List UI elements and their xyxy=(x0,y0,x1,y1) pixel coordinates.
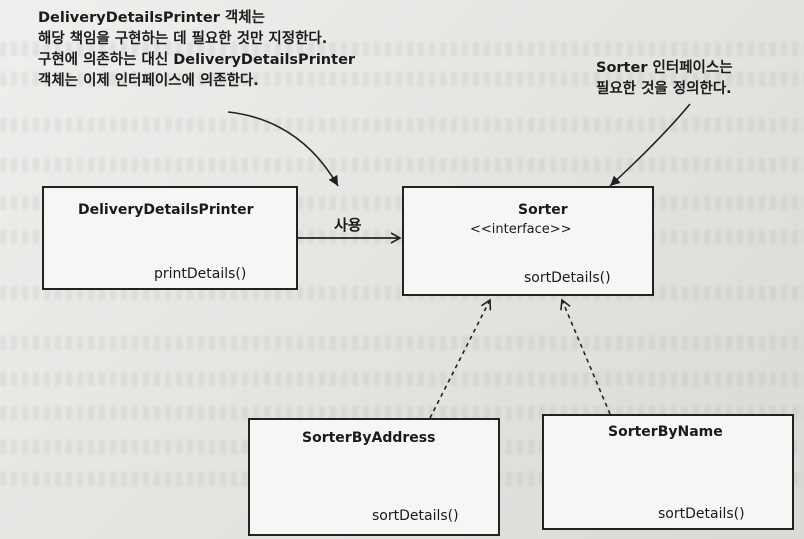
class-name: SorterByName xyxy=(608,424,723,440)
realization-line-name xyxy=(560,298,611,415)
uses-label: 사용 xyxy=(334,216,362,234)
class-stereotype: <<interface>> xyxy=(470,222,572,237)
class-box-sorter-by-name: SorterByName sortDetails() xyxy=(542,414,794,530)
class-method: sortDetails() xyxy=(658,506,745,522)
bleed-through-text xyxy=(0,72,804,86)
annotation-left-pointer xyxy=(227,111,339,187)
class-name: Sorter xyxy=(518,202,568,218)
bleed-through-text xyxy=(0,42,804,56)
bleed-through-text xyxy=(0,372,804,386)
annotation-left: DeliveryDetailsPrinter 객체는 해당 책임을 구현하는 데… xyxy=(38,10,356,89)
realization-line-address xyxy=(429,298,492,419)
bleed-through-text xyxy=(0,118,804,132)
bleed-through-text xyxy=(0,158,804,172)
annotation-right: Sorter 인터페이스는 필요한 것을 정의한다. xyxy=(596,60,733,97)
class-name: DeliveryDetailsPrinter xyxy=(78,202,254,218)
class-method: sortDetails() xyxy=(372,508,459,524)
class-method: sortDetails() xyxy=(524,270,611,286)
class-box-delivery-details-printer: DeliveryDetailsPrinter printDetails() xyxy=(42,186,298,290)
class-name: SorterByAddress xyxy=(302,430,436,446)
annotation-right-pointer xyxy=(609,103,691,187)
bleed-through-text xyxy=(0,336,804,350)
interface-box-sorter: Sorter <<interface>> sortDetails() xyxy=(402,186,654,296)
class-box-sorter-by-address: SorterByAddress sortDetails() xyxy=(248,418,500,536)
class-method: printDetails() xyxy=(154,266,247,282)
